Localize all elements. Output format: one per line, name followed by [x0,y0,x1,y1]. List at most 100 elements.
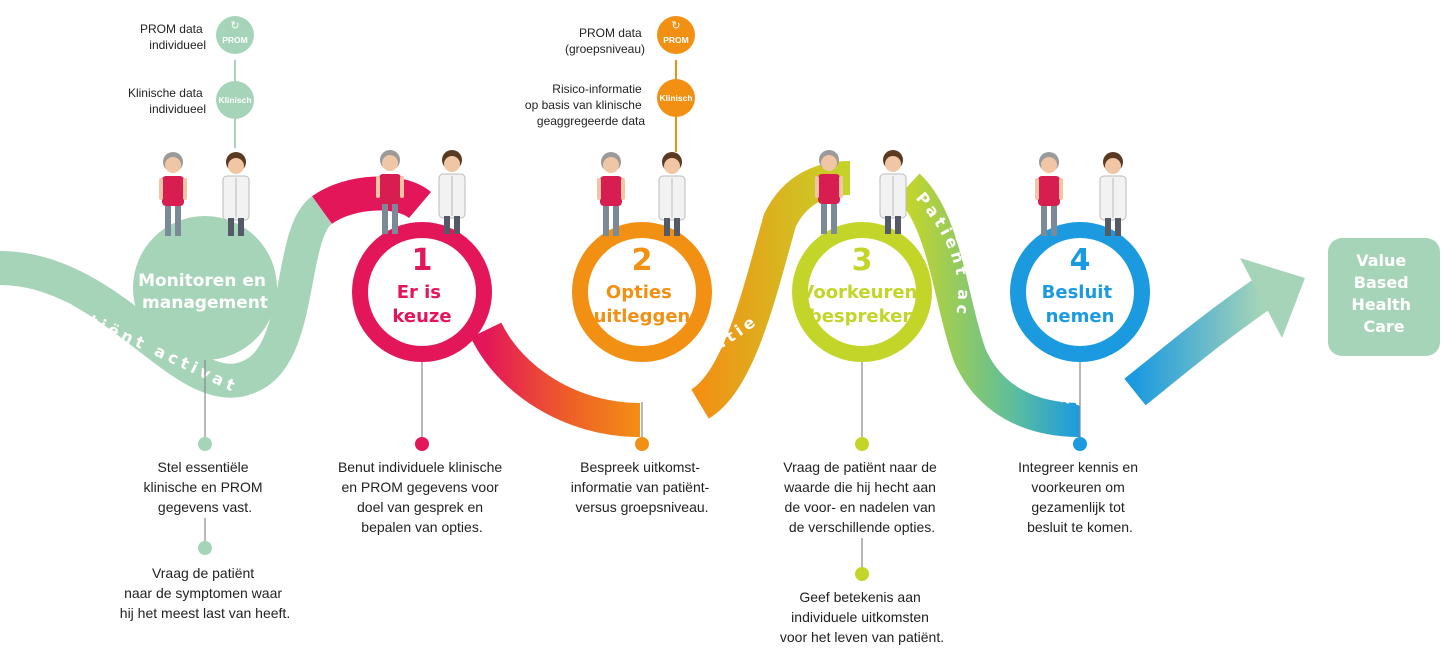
path-segment-magenta [312,176,431,225]
arrow-head-icon [1240,258,1305,338]
monitor-text-line3: gegevens vast. [158,499,252,515]
step-3-text-line2: waarde die hij hecht aan [783,479,936,495]
clinical-individual-line1: Klinische data [128,86,203,100]
step-4-number: 4 [1070,243,1091,278]
svg-text:Benut individuele klinische: Benut individuele klinische en PROM gege… [338,459,506,535]
patient-figure-icon [1035,152,1063,236]
step-1-title-line1: Er is [397,282,441,303]
prom-group-line1: PROM data [579,26,642,40]
step-3-number: 3 [852,243,873,278]
top-notes-individual: ↻ PROM Klinisch PROM data individueel Kl… [128,16,254,148]
klinisch-badge-label: Klinisch [218,95,251,105]
svg-text:Klinische data individue: Klinische data individueel [128,86,206,116]
path-segment-blue-green [1124,280,1272,406]
step-1-text-line4: bepalen van opties. [361,519,482,535]
step-4-text-line3: gezamenlijk tot [1031,499,1124,515]
svg-text:Bespreek uitkomst- infor: Bespreek uitkomst- informatie van patiën… [571,459,713,515]
step-4-ring [1010,222,1150,362]
vbhc-line2: Based [1354,273,1409,292]
step-4-title-line2: nemen [1046,306,1115,327]
prom-individual-line2: individueel [149,38,206,52]
svg-text:Vraag de patiënt naar de: Vraag de patiënt naar de waarde die hij … [783,459,941,535]
monitor-title-line2: management [142,293,268,313]
risk-info-line1: Risico-informatie [552,82,642,96]
step-2-title-line1: Opties [606,282,672,303]
monitor-node: Monitoren en management [133,216,277,360]
path-segment-green [0,196,334,398]
step-2-text-line3: versus groepsniveau. [575,499,708,515]
doctor-figure-icon [438,150,466,234]
monitor-text2-line3: hij het meest last van heeft. [120,605,290,621]
svg-text:Monitoren en management: Monitoren en management [138,271,272,313]
svg-text:Risico-informatie op bas: Risico-informatie op basis van klinische… [525,82,645,128]
prom-individual-line1: PROM data [140,22,203,36]
bottom-notes: Stel essentiële klinische en PROM gegeve… [120,360,1142,645]
step-1-title-line2: keuze [392,306,451,327]
step-1-node: 1 Er is keuze [352,222,492,362]
step-4-text-line2: voorkeuren om [1031,479,1124,495]
svg-text:Value Based Health: Value Based Health Care [1351,251,1416,336]
doctor-figure-icon [1099,152,1127,236]
patient-figure-icon [815,150,843,234]
step-1-text-line1: Benut individuele klinische [338,459,502,475]
prom-badge-orange [657,16,695,54]
doctor-figure-icon [658,152,686,236]
svg-text:Geef betekenis aan indiv: Geef betekenis aan individuele uitkomste… [780,589,944,645]
step-4-title-line1: Besluit [1042,282,1113,303]
doctor-figure-icon [879,150,907,234]
patient-figure-icon [597,152,625,236]
step-2-title-line2: uitleggen [594,306,691,327]
vbhc-line3: Health [1351,295,1411,314]
svg-text:Vraag de patiënt naar de: Vraag de patiënt naar de symptomen waar … [120,565,290,621]
step-3-text-line1: Vraag de patiënt naar de [783,459,937,475]
monitor-text-line1: Stel essentiële [158,459,249,475]
klinisch-badge-label-2: Klinisch [659,93,692,103]
monitor-text-line2: klinische en PROM [144,479,263,495]
step-3-node: 3 Voorkeuren bespreken [792,222,932,362]
svg-text:Stel essentiële klinisch: Stel essentiële klinische en PROM gegeve… [144,459,267,515]
step-4-text-line1: Integreer kennis en [1018,459,1138,475]
svg-text:PROM data individueel: PROM data individueel [140,22,206,52]
vbhc-goal: Value Based Health Care [1328,238,1440,356]
step-3-text-line3: de voor- en nadelen van [785,499,936,515]
vbhc-line4: Care [1363,317,1404,336]
step-2-ring [572,222,712,362]
path-segment-lime-blue [895,173,1081,437]
step-3-ring [792,222,932,362]
svg-text:Er is keuze: Er is keuze [392,282,451,327]
step-1-number: 1 [412,243,433,278]
svg-text:PROM data (groepsniveau): PROM data (groepsniveau) [565,26,645,56]
patient-figure-icon [159,152,187,236]
people-figures [159,150,1127,236]
step-3-text2-line1: Geef betekenis aan [799,589,920,605]
path-segment-magenta-orange [470,322,641,437]
monitor-text2-line1: Vraag de patiënt [152,565,254,581]
doctor-figure-icon [222,152,250,236]
recycle-arrows-icon-2: ↻ [671,20,680,32]
patient-activation-path [0,161,1272,437]
klinisch-badge-orange [657,79,695,117]
top-notes-group: ↻ PROM Klinisch PROM data (groepsniveau)… [525,16,695,152]
vbhc-box [1328,238,1440,356]
step-2-number: 2 [632,243,653,278]
step-1-ring [352,222,492,362]
step-4-text-line4: besluit te komen. [1027,519,1133,535]
step-4-node: 4 Besluit nemen [1010,222,1150,362]
step-2-node: 2 Opties uitleggen [572,222,712,362]
risk-info-line2: op basis van klinische [525,98,642,112]
patient-figure-icon [376,150,404,234]
svg-text:Besluit nemen: Besluit nemen [1042,282,1119,327]
monitor-text2-line2: naar de symptomen waar [124,585,282,601]
vbhc-line1: Value [1356,251,1406,270]
prom-badge-label-2: PROM [663,35,689,45]
svg-text:Opties uitleggen: Opties uitleggen [594,282,691,327]
prom-group-line2: (groepsniveau) [565,42,645,56]
step-3-title-line2: bespreken [809,306,915,327]
step-1-text-line3: doel van gesprek en [357,499,483,515]
svg-text:Integreer kennis en voor: Integreer kennis en voorkeuren om gezame… [1018,459,1142,535]
svg-text:Voorkeuren bespreken: Voorkeuren bespreken [800,282,923,327]
step-1-text-line2: en PROM gegevens voor [341,479,499,495]
risk-info-line3: geaggregeerde data [537,114,645,128]
prom-badge-label: PROM [222,35,248,45]
step-3-text2-line3: voor het leven van patiënt. [780,629,944,645]
